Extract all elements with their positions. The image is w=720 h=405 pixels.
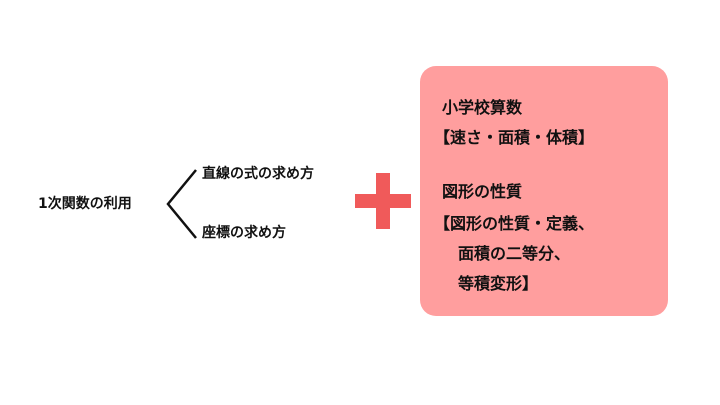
section-detail-line-2: 面積の二等分、 <box>458 244 571 263</box>
section-title-elementary-math: 小学校算数 <box>442 98 523 117</box>
section-detail-line-1: 【図形の性質・定義、 <box>434 214 595 233</box>
root-topic-label: 1次関数の利用 <box>38 196 132 212</box>
branch-bracket <box>166 169 197 239</box>
related-topics-card: 小学校算数 【速さ・面積・体積】 図形の性質 【図形の性質・定義、 面積の二等分… <box>420 66 668 316</box>
section-detail-elementary-math: 【速さ・面積・体積】 <box>434 128 595 147</box>
plus-icon <box>355 173 411 229</box>
section-detail-line-3: 等積変形】 <box>458 274 539 293</box>
plus-bar-vertical <box>376 173 390 229</box>
section-title-shape-properties: 図形の性質 <box>442 182 523 201</box>
branch-label-coordinates: 座標の求め方 <box>202 225 286 241</box>
branch-label-line-equation: 直線の式の求め方 <box>202 166 314 182</box>
